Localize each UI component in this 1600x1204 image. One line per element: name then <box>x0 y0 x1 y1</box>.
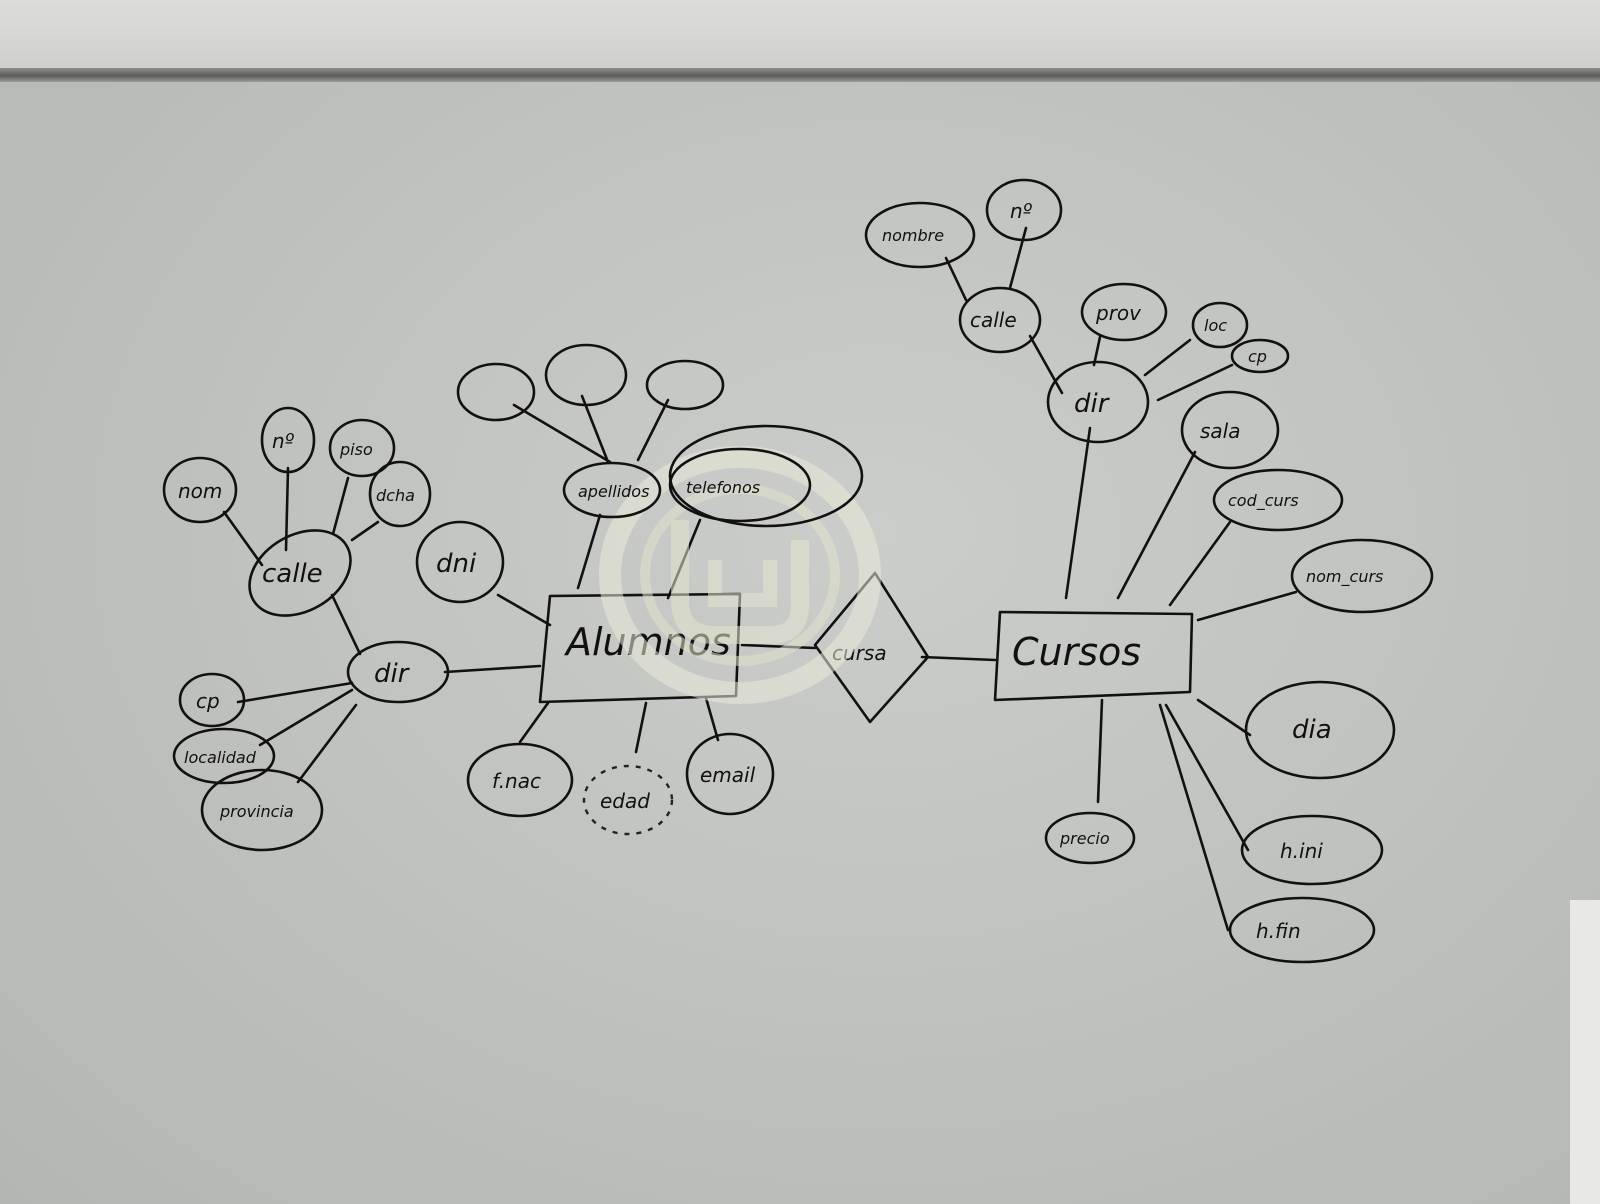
attr-dcha: dcha <box>368 460 432 528</box>
attr-h-fin-label: h.fin <box>1256 919 1301 943</box>
attr-cp-alumnos: cp <box>178 672 246 728</box>
connector-lines <box>222 226 1298 932</box>
attr-edad-derived: edad <box>582 764 674 836</box>
attr-loc-cursos-label: loc <box>1204 316 1227 335</box>
attr-email-label: email <box>700 763 756 787</box>
attr-piso-label: piso <box>339 440 373 459</box>
attr-cod-curs: cod_curs <box>1212 468 1344 532</box>
attr-calle-cursos-label: calle <box>970 308 1017 332</box>
attr-no: nº <box>260 406 316 474</box>
attr-dir-alumnos: dir <box>346 640 450 704</box>
attr-prov-cursos-label: prov <box>1095 301 1142 325</box>
attr-nom-curs-label: nom_curs <box>1306 567 1383 587</box>
attr-loc-cursos: loc <box>1191 301 1249 349</box>
attr-h-fin: h.fin <box>1228 896 1376 964</box>
attr-dia-label: dia <box>1292 715 1332 745</box>
attr-sala-label: sala <box>1200 419 1241 443</box>
attr-piso: piso <box>328 418 396 478</box>
attr-telefonos: telefonos <box>668 424 864 528</box>
attr-precio-label: precio <box>1059 829 1110 848</box>
attr-cp-cursos-label: cp <box>1248 347 1267 366</box>
attr-f-nac-label: f.nac <box>492 769 541 793</box>
attr-dir-cursos-label: dir <box>1074 389 1111 419</box>
wall <box>0 0 1600 72</box>
attr-nombre-oval <box>645 359 725 411</box>
attr-apellidos-label: apellidos <box>578 482 649 501</box>
attr-cod-curs-label: cod_curs <box>1228 491 1299 511</box>
attr-prov-cursos: prov <box>1080 282 1168 342</box>
attr-edad-label: edad <box>600 789 650 813</box>
attr-apellido-1-oval <box>456 362 536 422</box>
attr-calle-alumnos-label: calle <box>262 559 323 589</box>
attr-cp-alumnos-label: cp <box>196 689 220 713</box>
attr-provincia-label: provincia <box>219 802 294 821</box>
attr-nombre-cursos-label: nombre <box>882 226 944 245</box>
attr-email: email <box>685 732 775 816</box>
attr-dir-cursos: dir <box>1046 360 1150 444</box>
attr-nom-curs: nom_curs <box>1290 538 1434 614</box>
attr-dni: dni <box>415 520 505 604</box>
attr-nombre-cursos: nombre <box>864 201 976 269</box>
attr-dia: dia <box>1244 680 1396 780</box>
attr-f-nac: f.nac <box>466 742 574 818</box>
attr-no-label: nº <box>272 429 295 453</box>
attr-localidad: localidad <box>172 727 276 785</box>
attr-dir-alumnos-label: dir <box>374 659 411 689</box>
entity-cursos: Cursos <box>993 610 1194 702</box>
whiteboard-frame <box>0 68 1600 82</box>
attr-calle-cursos: calle <box>958 286 1042 354</box>
attr-numero-cursos: nº <box>985 178 1063 242</box>
attr-h-ini-label: h.ini <box>1280 839 1323 863</box>
attr-precio: precio <box>1044 811 1136 865</box>
attr-numero-cursos-label: nº <box>1010 199 1033 223</box>
attr-apellidos: apellidos <box>562 461 662 519</box>
entity-cursos-label: Cursos <box>1012 630 1141 674</box>
attr-calle-alumnos: calle <box>248 529 352 617</box>
attr-sala: sala <box>1180 390 1280 470</box>
paper-edge <box>1570 900 1600 1204</box>
attr-localidad-label: localidad <box>184 748 257 767</box>
attr-h-ini: h.ini <box>1240 814 1384 886</box>
attr-provincia: provincia <box>200 768 324 852</box>
attr-telefonos-label: telefonos <box>686 478 760 497</box>
attr-nom: nom <box>162 456 238 524</box>
attr-apellido-2-oval <box>544 343 628 407</box>
attr-dcha-label: dcha <box>376 486 415 505</box>
attr-cp-cursos: cp <box>1230 338 1290 374</box>
attr-nom-label: nom <box>178 479 222 503</box>
attr-dni-label: dni <box>436 549 477 579</box>
watermark-logo <box>599 446 881 704</box>
